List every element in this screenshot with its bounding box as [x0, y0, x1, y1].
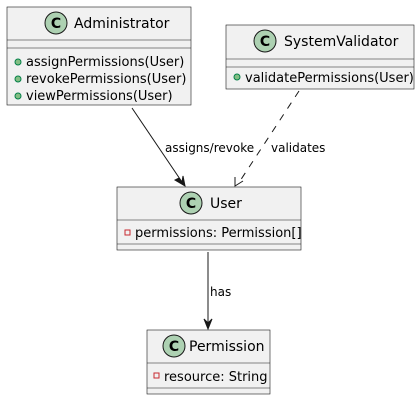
member-revoke-permissions: revokePermissions(User) — [26, 72, 186, 87]
edge-user-permission: has — [203, 252, 231, 331]
member-permissions-field: permissions: Permission[] — [135, 226, 302, 241]
class-icon — [44, 11, 68, 35]
class-icon — [162, 334, 186, 358]
class-user-name: User — [210, 196, 242, 212]
edge-admin-user-line — [131, 107, 183, 183]
member-validate-permissions: validatePermissions(User) — [245, 71, 414, 86]
class-administrator-stereotype: C — [51, 16, 61, 32]
edge-validator-user-line — [237, 90, 300, 185]
member-assign-permissions: assignPermissions(User) — [26, 55, 184, 70]
class-user: C User permissions: Permission[] — [116, 186, 302, 251]
class-system-validator-stereotype: C — [260, 34, 270, 50]
edge-validator-user: validates — [234, 90, 325, 187]
class-permission: C Permission resource: String — [146, 329, 271, 395]
private-member-icon — [153, 372, 160, 379]
class-system-validator-name: SystemValidator — [284, 34, 399, 50]
class-administrator-name: Administrator — [74, 16, 170, 32]
class-icon — [179, 191, 203, 215]
class-permission-stereotype: C — [169, 339, 179, 355]
public-member-icon — [233, 73, 241, 81]
edge-admin-user: assigns/revoke — [131, 107, 254, 188]
class-user-box — [116, 186, 302, 251]
public-member-icon — [14, 75, 22, 83]
class-icon — [253, 29, 277, 53]
member-view-permissions: viewPermissions(User) — [26, 89, 173, 104]
class-permission-name: Permission — [189, 339, 265, 355]
edge-validator-user-arrowhead — [234, 177, 244, 187]
class-administrator: C Administrator assignPermissions(User) … — [6, 6, 192, 106]
private-member-icon — [124, 229, 131, 236]
public-member-icon — [14, 58, 22, 66]
class-administrator-box — [6, 6, 192, 106]
edge-admin-user-arrowhead — [173, 175, 186, 188]
class-system-validator: C SystemValidator validatePermissions(Us… — [225, 24, 415, 90]
edge-validator-user-label: validates — [271, 141, 325, 155]
edge-admin-user-label: assigns/revoke — [165, 141, 254, 155]
member-resource-field: resource: String — [164, 370, 268, 385]
public-member-icon — [14, 92, 22, 100]
class-user-stereotype: C — [186, 196, 196, 212]
edge-user-permission-label: has — [210, 285, 231, 299]
edge-user-permission-arrowhead — [203, 318, 213, 331]
